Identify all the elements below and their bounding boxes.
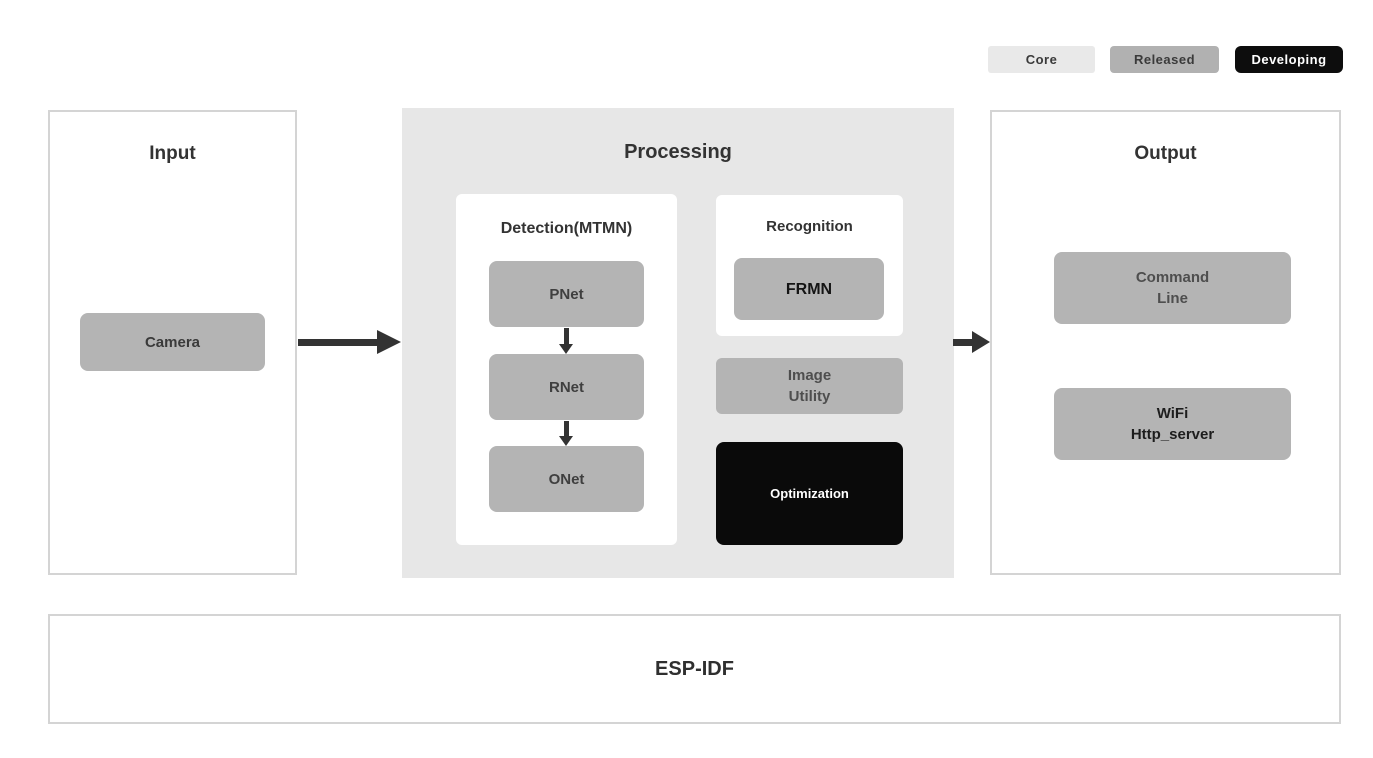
node-image-utility-line1: Image xyxy=(787,367,832,384)
node-onet: ONet xyxy=(489,446,644,512)
legend-core-badge: Core xyxy=(988,46,1095,73)
recognition-group-title: Recognition xyxy=(766,218,853,235)
node-pnet: PNet xyxy=(489,261,644,327)
output-panel-title: Output xyxy=(1134,143,1197,164)
node-frmn-label: FRMN xyxy=(785,280,833,298)
legend-developing-badge: Developing xyxy=(1235,46,1343,73)
node-onet-label: ONet xyxy=(548,470,585,488)
arrow-pnet-to-rnet-head xyxy=(559,344,573,354)
esp-idf-panel: ESP-IDF xyxy=(48,614,1341,724)
output-panel xyxy=(990,110,1341,575)
node-wifi-http-server: WiFi Http_server xyxy=(1054,388,1291,460)
arrow-processing-to-output-head xyxy=(972,331,990,353)
arrow-input-to-processing-head xyxy=(377,330,401,354)
arrow-rnet-to-onet-stem xyxy=(564,421,569,437)
node-rnet: RNet xyxy=(489,354,644,420)
legend-released-label: Released xyxy=(1133,52,1196,67)
node-camera-label: Camera xyxy=(144,333,201,351)
node-camera: Camera xyxy=(80,313,265,371)
arrow-input-to-processing-stem xyxy=(298,339,378,346)
node-image-utility: Image Utility xyxy=(716,358,903,414)
node-wifi-line2: Http_server xyxy=(1130,426,1215,443)
node-image-utility-line2: Utility xyxy=(788,388,831,405)
node-command-line-line1: Command xyxy=(1135,269,1210,286)
node-optimization-label: Optimization xyxy=(770,486,849,501)
node-rnet-label: RNet xyxy=(548,378,584,396)
arrow-rnet-to-onet-head xyxy=(559,436,573,446)
arrow-pnet-to-rnet-stem xyxy=(564,328,569,345)
node-frmn: FRMN xyxy=(734,258,884,320)
esp-idf-title: ESP-IDF xyxy=(655,657,734,680)
legend-developing-label: Developing xyxy=(1251,52,1327,67)
detection-group-title: Detection(MTMN) xyxy=(500,220,633,237)
input-panel-title: Input xyxy=(149,143,196,164)
node-pnet-label: PNet xyxy=(549,285,584,303)
node-optimization: Optimization xyxy=(716,442,903,545)
legend-core-label: Core xyxy=(1025,52,1058,67)
node-wifi-line1: WiFi xyxy=(1156,405,1189,422)
processing-panel-title: Processing xyxy=(624,141,732,163)
node-command-line: Command Line xyxy=(1054,252,1291,324)
legend-released-badge: Released xyxy=(1110,46,1219,73)
node-command-line-line2: Line xyxy=(1157,290,1188,307)
arrow-processing-to-output-stem xyxy=(953,339,974,346)
